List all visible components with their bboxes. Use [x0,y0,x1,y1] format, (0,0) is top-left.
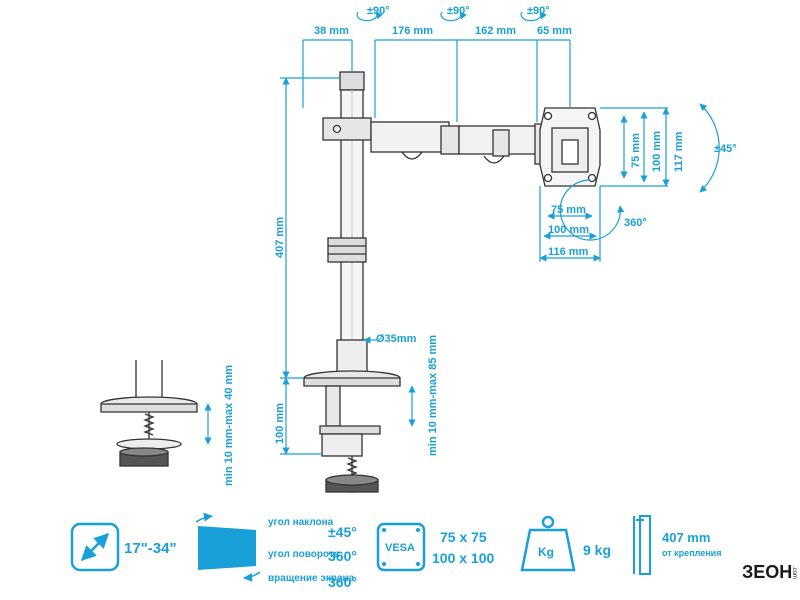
rotate-arrow-3-icon [520,11,547,22]
dim-label-v100: 100 mm [651,131,663,172]
dim-label-65: 65 mm [537,25,572,37]
vesa-icon-label: VESA [385,542,415,554]
vesa-plate [539,107,601,187]
rotation-arc-icon [559,179,625,241]
vesa-spec-1: 75 x 75 [440,529,487,545]
rotate-arrow-2-icon [440,11,467,22]
monitor-tilt-icon [195,512,261,582]
rotation-spec-value: 360° [328,574,357,590]
small-clamp-detail [100,360,198,467]
tilt-label: ±45° [714,143,737,155]
dim-label-407: 407 mm [274,217,286,258]
dim-label-v117: 117 mm [673,131,685,172]
desk-clamp [303,339,401,493]
dim-label-v75: 75 mm [630,133,642,168]
height-spec-value: 407 mm [662,530,710,545]
weight-spec-value: 9 kg [583,542,611,558]
brand-logo: ЗЕОН [742,562,792,582]
dim-label-162: 162 mm [475,25,516,37]
weight-icon [520,515,576,572]
main-pole [339,71,365,373]
height-spec-label: от крепления [662,548,721,558]
dim-label-small-clamp: min 10 mm-max 40 mm [223,365,235,486]
tilt-arc-icon [699,103,720,193]
rot-label-1: ±90° [367,5,390,17]
screen-size-icon [70,522,120,572]
rotation-spec-label: вращение экрана [268,573,355,584]
dim-label-h100: 100 mm [548,224,589,236]
dim-label-diameter: Ø35mm [376,333,417,345]
rot-label-3: ±90° [527,5,550,17]
rotation-label: 360° [624,217,647,229]
swivel-spec-label: угол поворота [268,549,340,560]
weight-icon-label: Kg [538,545,554,559]
screen-size-value: 17"-34" [124,540,177,557]
brand-domain: .com [791,566,797,579]
height-icon [633,515,651,575]
dim-label-38: 38 mm [314,25,349,37]
pole-collar [327,237,367,263]
rot-label-2: ±90° [447,5,470,17]
vesa-icon [376,522,426,572]
rotate-arrow-1-icon [356,11,383,22]
dim-label-clamp-range: min 10 mm-max 85 mm [427,335,439,456]
dim-label-h75: 75 mm [551,204,586,216]
dim-label-100: 100 mm [274,403,286,444]
swivel-spec-value: 360° [328,548,357,564]
tilt-spec-value: ±45° [328,524,357,540]
dim-label-176: 176 mm [392,25,433,37]
dim-label-h116: 116 mm [548,246,589,258]
tilt-spec-label: угол наклона [268,517,334,528]
vesa-spec-2: 100 x 100 [432,550,494,566]
